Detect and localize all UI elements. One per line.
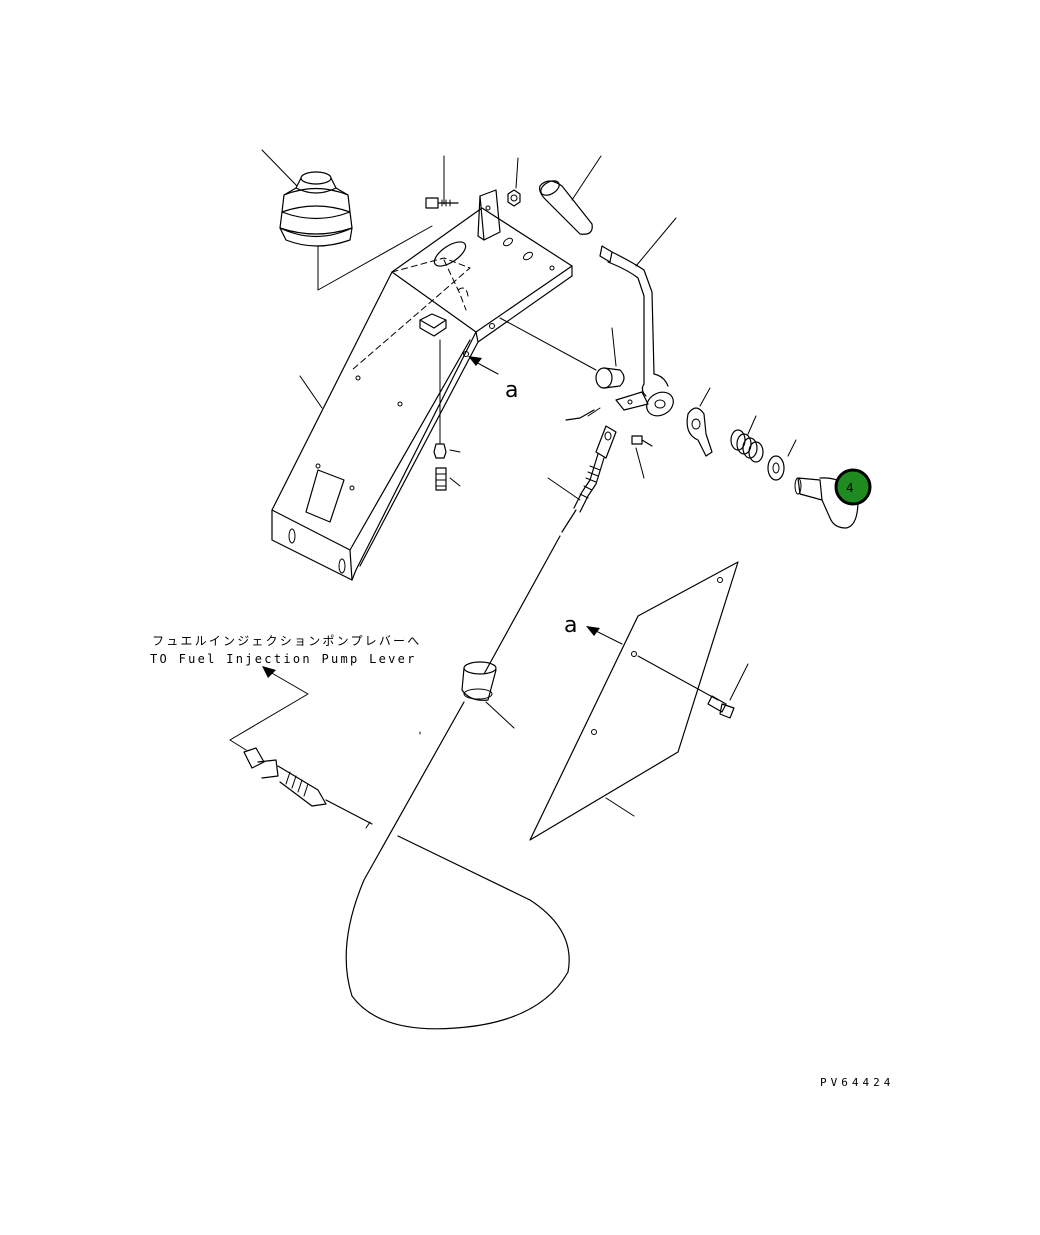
control-cable (345, 535, 570, 1030)
leader-small-bolt (635, 447, 645, 479)
leader-grommet (485, 701, 515, 729)
leader-pedal-pad (571, 155, 602, 201)
stopper-plate (477, 189, 501, 241)
small-bolt (631, 435, 653, 447)
grommet (461, 661, 497, 701)
leader-to-fuel-lever (229, 671, 309, 751)
leader-spring (747, 415, 757, 435)
leader-bushing (611, 327, 617, 367)
pedal-bracket (271, 207, 573, 581)
bushing (595, 367, 625, 389)
leader-bracket (299, 375, 323, 409)
leader-nut-top (515, 157, 519, 189)
callout-4[interactable]: 4 (834, 468, 872, 506)
view-marker-a-lower: a (564, 613, 577, 638)
leader-cover-plate (605, 797, 635, 817)
leader-boot-to-bracket (317, 225, 433, 291)
view-marker-a-top: a (505, 378, 518, 403)
cable-end-upper (561, 425, 617, 533)
clevis-pin (565, 407, 601, 421)
en-destination-label: TO Fuel Injection Pump Lever (150, 652, 417, 666)
rubber-boot (279, 171, 353, 247)
cover-bolt (637, 655, 735, 719)
drawing-number: PV64424 (820, 1076, 894, 1089)
spring (730, 429, 764, 463)
bolt-top (425, 197, 459, 209)
leader-boot (261, 149, 298, 187)
cover-plate (529, 561, 739, 841)
nut-top (507, 189, 521, 207)
washer (767, 455, 785, 481)
jp-destination-label: フュエルインジェクションポンプレバーへ (152, 634, 421, 648)
bolt-lower (433, 339, 447, 491)
leader-bolt-lower (449, 477, 461, 487)
leader-nut-lower (449, 449, 461, 453)
cable-end-lower (243, 747, 373, 829)
leader-washer (787, 439, 797, 457)
view-arrow-a-top (468, 356, 499, 375)
leader-bushing-2 (499, 317, 597, 371)
arrow-to-fuel-lever (262, 666, 276, 678)
leader-cover-bolt (729, 663, 749, 701)
leader-lock-plate (699, 387, 711, 407)
view-arrow-a-lower (586, 626, 623, 645)
pedal-arm (599, 245, 674, 417)
leader-cable-end (547, 477, 581, 501)
callout-4-number: 4 (846, 481, 854, 495)
pedal-pad (539, 180, 593, 235)
lock-plate (686, 407, 713, 457)
leader-pedal-arm (635, 217, 677, 267)
